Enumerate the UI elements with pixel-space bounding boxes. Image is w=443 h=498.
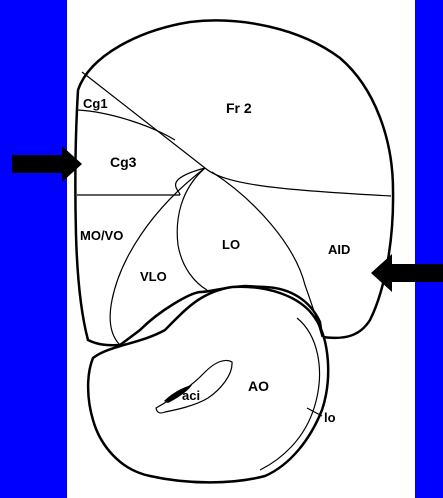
boundary-fr2-lower	[175, 167, 206, 196]
aci-dark-mark	[164, 385, 192, 403]
region-label-cg1: Cg1	[83, 96, 108, 111]
aci-outline	[155, 359, 233, 414]
region-label-aid: AID	[328, 242, 350, 257]
cortex-outline	[74, 19, 395, 347]
region-label-cg3: Cg3	[110, 154, 137, 170]
boundary-cg1-fr2	[81, 71, 206, 169]
region-label-fr2: Fr 2	[226, 100, 252, 116]
boundary-vlo-lo	[176, 167, 208, 291]
boundary-cg1-cg3	[77, 109, 176, 141]
region-label-lo-tract: lo	[324, 410, 336, 425]
region-label-lo: LO	[222, 237, 240, 252]
region-label-aci: aci	[182, 388, 200, 403]
right-arrow-icon	[371, 254, 443, 292]
left-arrow-icon	[12, 146, 82, 182]
region-label-ao: AO	[248, 378, 269, 394]
region-label-vlo: VLO	[140, 269, 167, 284]
region-label-movo: MO/VO	[80, 228, 123, 243]
lo-tract-boundary	[259, 317, 321, 471]
boundary-movo-vlo	[109, 167, 206, 346]
boundary-lo-aid	[211, 171, 323, 338]
lo-tract-tick	[306, 407, 323, 417]
